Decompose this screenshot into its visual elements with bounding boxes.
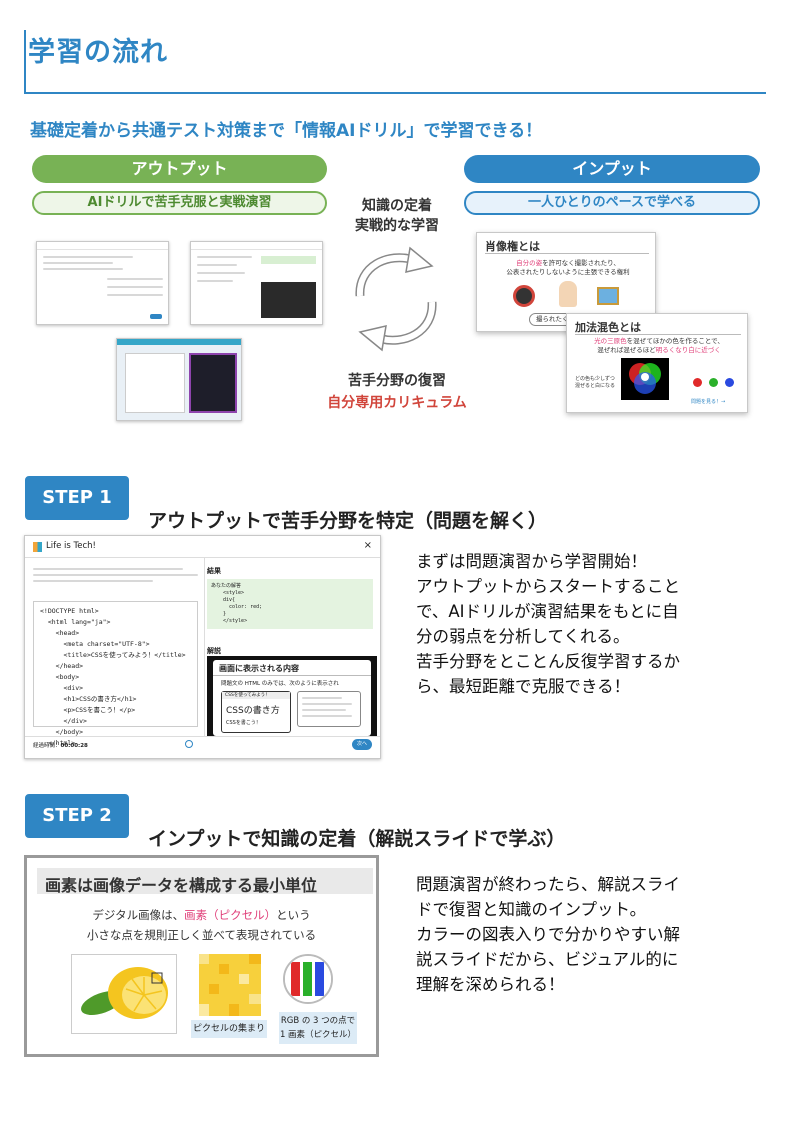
explain-label: 解説	[207, 647, 221, 655]
step1-line: まずは問題演習から学習開始！	[416, 552, 647, 571]
lemon-image	[71, 954, 177, 1034]
input-caption: 一人ひとりのペースで学べる	[464, 191, 760, 215]
card1-title: 肖像権とは	[485, 240, 540, 253]
answer-label: あなたの解答	[211, 583, 242, 589]
title-frame	[24, 30, 766, 94]
person-icon	[559, 281, 577, 307]
progress-ring-icon	[185, 740, 193, 748]
preview-heading: CSSの書き方	[226, 706, 280, 716]
cycle-top-line1: 知識の定着	[362, 198, 432, 214]
cycle-bottom-line2: 自分専用カリキュラム	[327, 395, 467, 411]
step1-heading: アウトプットで苦手分野を特定（問題を解く）	[148, 510, 548, 532]
card2-link[interactable]: 問題を見る！→	[691, 399, 726, 405]
timer: 経過時間：00:00:28	[33, 743, 88, 749]
caption-pixels: ピクセルの集まり	[191, 1020, 267, 1038]
output-label: アウトプット	[32, 155, 327, 183]
step2-badge: STEP 2	[25, 794, 129, 838]
step1-line: アウトプットからスタートすること	[416, 577, 680, 596]
step1-line: ら、最短距離で克服できる！	[416, 677, 631, 696]
code-line: <title>CSSを使ってみよう！</title>	[40, 651, 186, 659]
slide-card-additive-color: 加法混色とは 光の三原色を混ぜてほかの色を作ることで、 混ぜれば混ぜるほど明るく…	[566, 313, 748, 413]
code-line: <!DOCTYPE html>	[40, 607, 99, 615]
cycle-bottom-line1: 苦手分野の復習	[348, 373, 446, 389]
code-line: <body>	[40, 673, 80, 681]
preview-box: CSSを使ってみよう！ CSSの書き方 CSSを書こう！	[221, 691, 291, 733]
step1-line: で、AIドリルが演習結果をもとに自	[416, 602, 679, 621]
code-line: </head>	[40, 662, 84, 670]
output-screenshot-3	[116, 338, 242, 421]
output-caption: AIドリルで苦手克服と実戦演習	[32, 191, 327, 215]
code-line: <meta charset="UTF-8">	[40, 640, 150, 648]
no-camera-icon	[513, 285, 535, 307]
brand-logo-icon	[33, 542, 42, 552]
step2-slide: 画素は画像データを構成する最小単位 デジタル画像は、画素（ピクセル）という 小さ…	[24, 855, 379, 1057]
code-line: </body>	[40, 728, 84, 736]
rgb-subpixel-icon	[283, 954, 333, 1004]
step1-line: 分の弱点を分析してくれる。	[416, 627, 630, 646]
answer-line: <style>	[223, 590, 245, 596]
step2-line: ドで復習と知識のインプット。	[416, 900, 647, 919]
answer-line: </style>	[223, 618, 248, 624]
code-line: <p>CSSを書こう！</p>	[40, 706, 136, 714]
next-button[interactable]: 次へ	[352, 739, 372, 750]
step2-line: 理解を深められる！	[416, 975, 565, 994]
result-label: 結果	[207, 567, 221, 575]
answer-box: あなたの解答 <style>div{ color: red;}</style>	[207, 579, 373, 629]
card2-text: 光の三原色を混ぜてほかの色を作ることで、 混ぜれば混ぜるほど明るくなり白に近づく	[594, 337, 724, 354]
display-desc: 問題文の HTML のみでは、次のように表示され	[221, 681, 339, 687]
output-screenshot-2	[190, 241, 323, 325]
preview-tab: CSSを使ってみよう！	[222, 692, 290, 699]
step2-line: カラーの図表入りで分かりやすい解	[416, 925, 680, 944]
page-title: 学習の流れ	[28, 37, 168, 68]
card1-text: 自分の姿を許可なく撮影されたり、 公表されたりしないように主張できる権利	[506, 259, 630, 276]
answer-line: div{	[223, 597, 236, 603]
cycle-bottom-text: 苦手分野の復習 自分専用カリキュラム	[310, 370, 484, 414]
code-line: <head>	[40, 629, 80, 637]
caption-rgb: RGB の 3 つの点で 1 画素（ピクセル）	[279, 1012, 357, 1044]
step1-screenshot: Life is Tech! × <!DOCTYPE html> <html la…	[24, 535, 381, 759]
output-screenshot-1	[36, 241, 169, 325]
code-line: </div>	[40, 717, 87, 725]
code-line: </html>	[40, 739, 76, 747]
slide-desc: デジタル画像は、画素（ピクセル）という 小さな点を規則正しく並べて表現されている	[86, 908, 317, 942]
cycle-arrows-icon	[355, 246, 437, 352]
red-dot-icon	[693, 378, 702, 387]
code-line: <div>	[40, 684, 84, 692]
step1-line: 苦手分野をとことん反復学習するか	[416, 652, 680, 671]
code-line: <html lang="ja">	[40, 618, 111, 626]
green-dot-icon	[709, 378, 718, 387]
blue-dot-icon	[725, 378, 734, 387]
code-line: <h1>CSSの書き方</h1>	[40, 695, 137, 703]
card2-side-text: どの色も少しずつ混ぜると白になる	[575, 376, 616, 389]
cycle-top-line2: 実戦的な学習	[355, 218, 439, 234]
photo-icon	[597, 287, 619, 305]
slide-title: 画素は画像データを構成する最小単位	[45, 876, 318, 895]
code-editor[interactable]: <!DOCTYPE html> <html lang="ja"> <head> …	[33, 601, 198, 747]
step1-badge: STEP 1	[25, 476, 129, 520]
cycle-top-text: 知識の定着 実戦的な学習	[338, 196, 456, 236]
card2-title: 加法混色とは	[575, 321, 641, 334]
input-label: インプット	[464, 155, 760, 183]
close-icon[interactable]: ×	[363, 540, 372, 551]
code-lines: <!DOCTYPE html> <html lang="ja"> <head> …	[40, 606, 186, 749]
step1-body: まずは問題演習から学習開始！ アウトプットからスタートすること で、AIドリルが…	[416, 549, 766, 699]
brand-name: Life is Tech!	[46, 541, 96, 551]
explanation-panel: 画面に表示される内容 問題文の HTML のみでは、次のように表示され CSSを…	[207, 656, 377, 736]
step2-line: 問題演習が終わったら、解説スライ	[416, 875, 680, 894]
page-subtitle: 基礎定着から共通テスト対策まで「情報AIドリル」で学習できる！	[30, 121, 543, 141]
pixel-grid	[199, 954, 261, 1016]
step2-line: 説スライドだから、ビジュアル的に	[416, 950, 679, 969]
step2-heading: インプットで知識の定着（解説スライドで学ぶ）	[148, 828, 566, 850]
answer-code: <style>div{ color: red;}</style>	[223, 590, 262, 625]
answer-line: }	[223, 611, 227, 617]
answer-line: color: red;	[223, 604, 263, 610]
step2-body: 問題演習が終わったら、解説スライ ドで復習と知識のインプット。 カラーの図表入り…	[416, 872, 766, 997]
rgb-venn-icon	[621, 358, 669, 400]
preview-sub: CSSを書こう！	[226, 720, 261, 726]
display-title: 画面に表示される内容	[219, 664, 299, 673]
